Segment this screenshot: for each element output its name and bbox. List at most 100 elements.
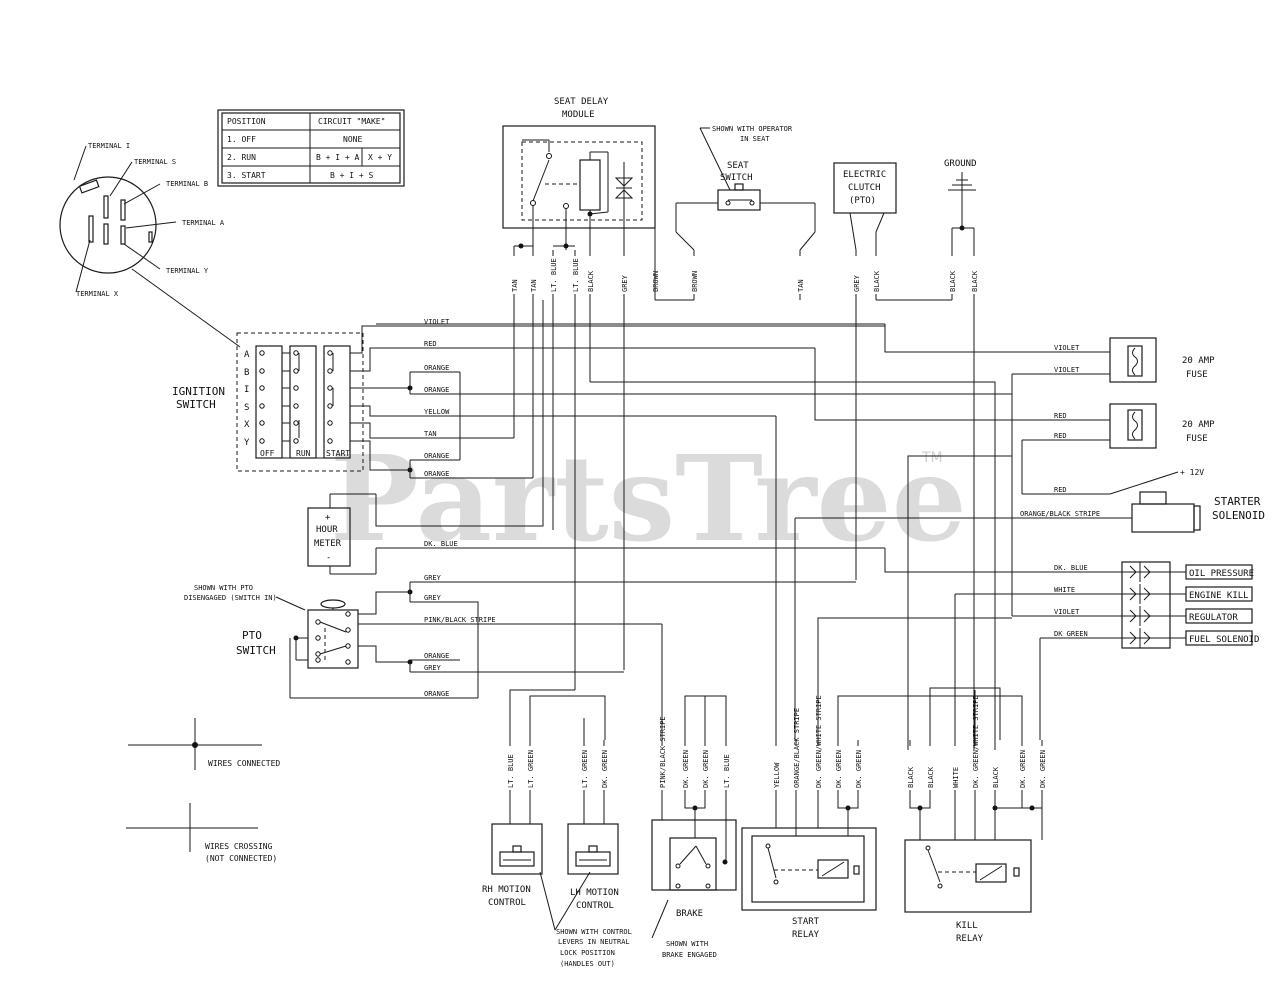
wire-label: GREY xyxy=(853,274,861,292)
wire-label: BLACK xyxy=(907,766,915,788)
pto-label: SWITCH xyxy=(236,644,276,657)
rh-motion-control: RH MOTION CONTROL xyxy=(482,823,543,908)
fuse-2: 20 AMP FUSE xyxy=(1109,403,1215,449)
fuse1-label: 20 AMP xyxy=(1182,356,1215,366)
wire xyxy=(350,325,376,354)
connector-pin xyxy=(1143,587,1151,601)
wire-label: ORANGE xyxy=(424,470,449,478)
wire-label: BLACK xyxy=(992,766,1000,788)
lh-motion-control: LH MOTION CONTROL xyxy=(567,823,619,911)
ignition-letter: S xyxy=(244,403,249,413)
brake-note: BRAKE ENGAGED xyxy=(662,951,717,959)
ignition-terminal xyxy=(327,420,333,426)
hour-minus: - xyxy=(326,553,331,563)
wire-label: GREY xyxy=(424,574,442,582)
wire-label: GREY xyxy=(424,594,442,602)
connector-pin xyxy=(1143,631,1151,645)
wire-label: TAN xyxy=(511,279,519,292)
pto-contact xyxy=(319,645,347,655)
pto-terminal xyxy=(345,627,351,633)
output-box xyxy=(1185,630,1253,646)
ignition-terminal xyxy=(259,350,265,356)
ignition-key-face: TERMINAL I TERMINAL S TERMINAL B TERMINA… xyxy=(59,142,241,348)
seat-delay-module: SEAT DELAY MODULE xyxy=(502,97,656,250)
wire-label: BROWN xyxy=(652,271,660,292)
terminal-b-label: TERMINAL B xyxy=(166,180,208,188)
wire-label: LT. BLUE xyxy=(723,754,731,788)
legend-crossing: (NOT CONNECTED) xyxy=(205,854,277,863)
wire-label: BROWN xyxy=(691,271,699,292)
fuse-1: 20 AMP FUSE xyxy=(1109,337,1215,383)
wire-label: DK. GREEN xyxy=(682,750,690,788)
kill-relay: KILL RELAY xyxy=(904,839,1032,944)
top-wires xyxy=(513,226,952,301)
wire-label: RED xyxy=(1054,486,1067,494)
wire-label: LT. BLUE xyxy=(507,754,515,788)
brake-note: SHOWN WITH xyxy=(666,940,708,948)
ignition-terminal xyxy=(327,403,333,409)
ignition-terminal xyxy=(293,368,299,374)
start-relay-label: START xyxy=(792,917,820,927)
ignition-terminal xyxy=(327,368,333,374)
wire-black xyxy=(907,455,1012,750)
wire-label: DK. GREEN xyxy=(1019,750,1027,788)
watermark-tm: TM xyxy=(921,450,943,466)
wire-label: LT. BLUE xyxy=(550,258,558,292)
wire-label: RED xyxy=(1054,432,1067,440)
output-label: ENGINE KILL xyxy=(1189,591,1249,601)
wire xyxy=(817,617,1012,740)
ignition-pos-run: RUN xyxy=(296,449,311,458)
ignition-terminal xyxy=(293,420,299,426)
wire-label: VIOLET xyxy=(1054,366,1080,374)
seat-note: SHOWN WITH OPERATOR xyxy=(712,125,793,133)
wire-label: BLACK xyxy=(587,270,595,292)
terminal-i-label: TERMINAL I xyxy=(88,142,130,150)
hour-meter-label: HOUR xyxy=(316,525,338,535)
starter-label: SOLENOID xyxy=(1212,509,1265,522)
table-cell: B + I + A xyxy=(316,153,360,162)
wire xyxy=(529,695,606,740)
lh-motion-label: LH MOTION xyxy=(570,888,619,898)
wire-red xyxy=(814,348,1085,421)
output-box xyxy=(1185,564,1253,580)
seat-switch-label: SWITCH xyxy=(720,173,753,183)
connector-pin xyxy=(1143,609,1151,623)
terminal-y-label: TERMINAL Y xyxy=(166,267,209,275)
ignition-pos-start: START xyxy=(326,449,350,458)
ignition-terminal xyxy=(259,420,265,426)
starter-label: STARTER xyxy=(1214,495,1261,508)
wire-label: ORANGE xyxy=(424,690,449,698)
wire-junction xyxy=(1029,805,1035,811)
ignition-letter: A xyxy=(244,350,250,360)
output-box xyxy=(1185,608,1253,624)
wire xyxy=(994,798,1023,809)
connector-pin xyxy=(1129,565,1137,579)
wire-label: ORANGE xyxy=(424,452,449,460)
fuse2-label: 20 AMP xyxy=(1182,420,1215,430)
ignition-terminal xyxy=(293,438,299,444)
pto-switch: SHOWN WITH PTO DISENGAGED (SWITCH IN) PT… xyxy=(184,584,359,698)
seat-delay-label: MODULE xyxy=(562,110,595,120)
wire-label: YELLOW xyxy=(773,762,781,788)
wire xyxy=(358,645,410,663)
table-cell: B + I + S xyxy=(330,171,374,180)
pto-terminal xyxy=(345,643,351,649)
motion-note: SHOWN WITH CONTROL LEVERS IN NEUTRAL LOC… xyxy=(539,871,632,968)
wire-label: WHITE xyxy=(1054,586,1075,594)
wire-label: DK. GREEN xyxy=(1039,750,1047,788)
wire-label: DK GREEN xyxy=(1054,630,1088,638)
ignition-letter: Y xyxy=(244,438,250,448)
ignition-terminal xyxy=(293,385,299,391)
motion-note-text: LEVERS IN NEUTRAL xyxy=(558,938,630,946)
ignition-terminal xyxy=(293,350,299,356)
hour-plus: + xyxy=(325,513,331,523)
wire-label: DK. BLUE xyxy=(1054,564,1088,572)
motion-note-text: (HANDLES OUT) xyxy=(560,960,615,968)
wire-label: DK. GREEN/WHITE STRIPE xyxy=(972,695,980,788)
fuse1-label: FUSE xyxy=(1186,370,1208,380)
wire xyxy=(460,601,479,698)
wire-label: DK. BLUE xyxy=(424,540,458,548)
wire-label: YELLOW xyxy=(424,408,450,416)
wire-label: TAN xyxy=(424,430,437,438)
